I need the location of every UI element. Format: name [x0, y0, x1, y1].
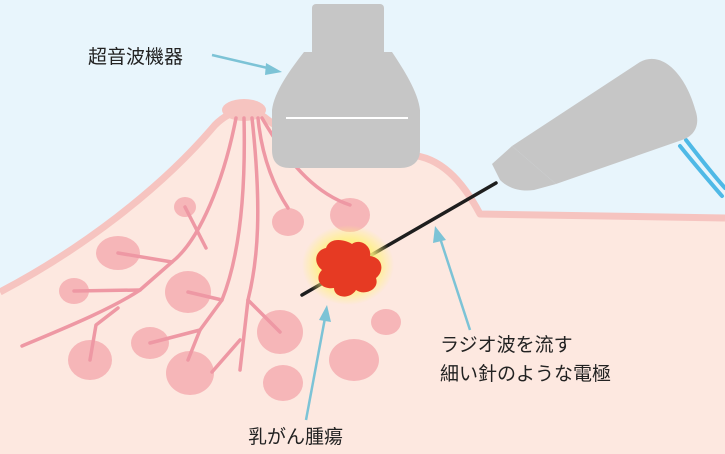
- electrode-cable: [678, 144, 724, 198]
- arrow-electrode-head: [433, 226, 446, 243]
- tumor-core: [316, 240, 382, 297]
- lobule: [166, 351, 214, 395]
- duct: [72, 288, 142, 293]
- label-electrode-line2: 細い針のような電極: [440, 363, 611, 385]
- lobule: [371, 309, 401, 335]
- lobule: [272, 208, 304, 236]
- arrow-electrode-shaft: [438, 237, 472, 331]
- ultrasound-probe: [272, 4, 420, 168]
- arrows: [211, 53, 472, 421]
- duct: [183, 205, 208, 250]
- handle-neck: [492, 146, 556, 191]
- duct: [88, 306, 120, 362]
- lobule: [263, 365, 303, 401]
- arrow-tumor-shaft: [304, 317, 327, 421]
- label-tumor: 乳がん腫瘍: [248, 426, 343, 448]
- handle-body: [512, 58, 698, 184]
- ducts: [20, 116, 352, 374]
- arrow-probe-head: [265, 63, 282, 75]
- tumor: [302, 225, 394, 305]
- duct: [246, 298, 282, 334]
- duct: [148, 328, 202, 345]
- arrow-probe-shaft: [211, 53, 273, 71]
- duct: [238, 116, 260, 372]
- lobule: [329, 339, 379, 381]
- electrode-handle: [492, 58, 698, 191]
- duct: [116, 251, 174, 264]
- arrow-tumor-head: [319, 305, 331, 322]
- nipple: [222, 99, 266, 121]
- duct: [256, 116, 290, 210]
- label-electrode-line1: ラジオ波を流す: [440, 334, 573, 356]
- duct: [186, 290, 224, 302]
- duct: [260, 116, 352, 207]
- electrode-cable: [684, 138, 725, 190]
- label-ultrasound-device: 超音波機器: [88, 46, 183, 68]
- lobule: [330, 198, 370, 232]
- duct: [210, 338, 242, 374]
- probe-head: [272, 52, 420, 168]
- probe-handle: [312, 4, 384, 58]
- skin-outline: [0, 107, 725, 296]
